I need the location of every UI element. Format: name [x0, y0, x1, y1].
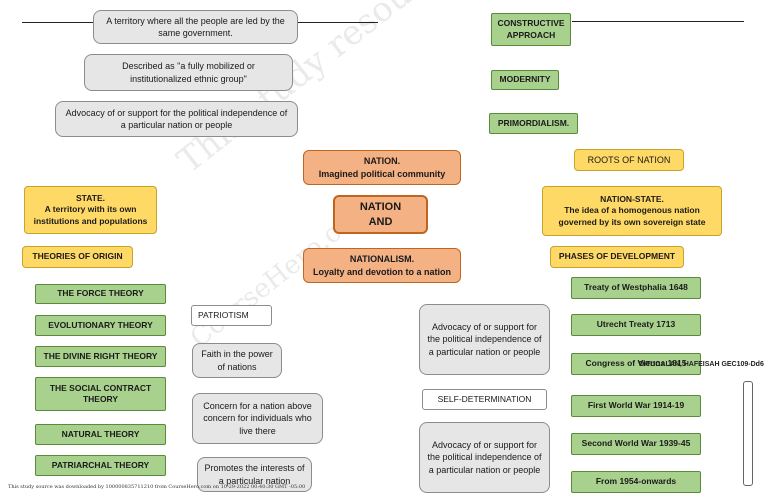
roots-of-nation: ROOTS OF NATION: [574, 149, 684, 171]
patriotism-faith: Faith in the power of nations: [192, 343, 282, 378]
theory-evolutionary: EVOLUTIONARY THEORY: [35, 315, 166, 336]
patriotism-interests: Promotes the interests of a particular n…: [197, 457, 312, 492]
download-footer: This study source was downloaded by 1000…: [8, 484, 306, 490]
constructive-approach: CONSTRUCTIVE APPROACH: [491, 13, 571, 46]
phase-westphalia: Treaty of Westphalia 1648: [571, 277, 701, 299]
phase-1954-onwards: From 1954-onwards: [571, 471, 701, 493]
nation-and-box: NATION AND: [333, 195, 428, 234]
top-center-line: [298, 22, 378, 23]
theory-divine-right: THE DIVINE RIGHT THEORY: [35, 346, 166, 367]
phase-vienna: Congress of Vienna 1815: [571, 353, 701, 375]
theories-of-origin-title: THEORIES OF ORIGIN: [22, 246, 133, 268]
modernity: MODERNITY: [491, 70, 559, 90]
ethnic-group-description: Described as "a fully mobilized or insti…: [84, 54, 293, 91]
patriotism-label: PATRIOTISM: [191, 305, 272, 326]
state-box: STATE. A territory with its own institut…: [24, 186, 157, 234]
nation-box: NATION. Imagined political community: [303, 150, 461, 185]
nation-state-box: NATION-STATE. The idea of a homogenous n…: [542, 186, 722, 236]
phase-utrecht: Utrecht Treaty 1713: [571, 314, 701, 336]
side-scrollbar[interactable]: [743, 381, 753, 486]
phase-first-world-war: First World War 1914-19: [571, 395, 701, 417]
self-determination-label: SELF-DETERMINATION: [422, 389, 547, 410]
phases-of-development-title: PHASES OF DEVELOPMENT: [550, 246, 684, 268]
top-right-line: [572, 21, 744, 22]
phase-second-world-war: Second World War 1939-45: [571, 433, 701, 455]
theory-force: THE FORCE THEORY: [35, 284, 166, 304]
patriotism-concern: Concern for a nation above concern for i…: [192, 393, 323, 444]
political-independence-description: Advocacy of or support for the political…: [55, 101, 298, 137]
theory-natural: NATURAL THEORY: [35, 424, 166, 445]
theory-social-contract: THE SOCIAL CONTRACT THEORY: [35, 377, 166, 411]
primordialism: PRIMORDIALISM.: [489, 113, 578, 134]
self-determination-top-description: Advocacy of or support for the political…: [419, 304, 550, 375]
self-determination-bottom-description: Advocacy of or support for the political…: [419, 422, 550, 493]
top-left-line: [22, 22, 98, 23]
theory-patriarchal: PATRIARCHAL THEORY: [35, 455, 166, 476]
government-territory-description: A territory where all the people are led…: [93, 10, 298, 44]
author-label: DITUCALAN, HAFEISAH GEC109-Dd6: [639, 361, 764, 368]
nationalism-box: NATIONALISM. Loyalty and devotion to a n…: [303, 248, 461, 283]
